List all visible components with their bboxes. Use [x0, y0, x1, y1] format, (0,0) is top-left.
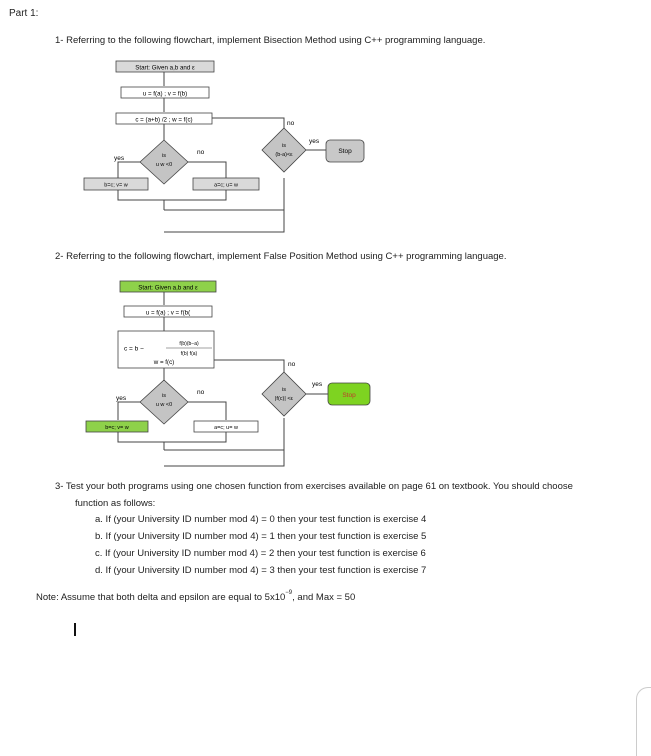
fc1-midpoint-text: c = (a+b) /2 ; w = f(c)	[135, 117, 192, 124]
fc2-formula-lhs: c = b −	[124, 346, 144, 353]
fc1-yes-left: yes	[114, 155, 125, 162]
fc1-is-text: is	[162, 153, 166, 159]
fc2-is2-text: is	[282, 387, 286, 393]
question-3-line1: 3- Test your both programs using one cho…	[55, 481, 573, 492]
fc2-decision-converge	[261, 371, 307, 417]
note-exponent: −9	[285, 590, 293, 596]
fc1-start-text: Start: Given a,b and ε	[135, 65, 195, 72]
note-prefix: Note: Assume that both delta and epsilon…	[36, 592, 286, 603]
exercise-item-b: b. If (your University ID number mod 4) …	[95, 531, 427, 542]
fc2-start-box	[119, 280, 217, 293]
exercise-item-d: d. If (your University ID number mod 4) …	[95, 565, 427, 576]
fc1-start-box	[115, 60, 215, 73]
fc2-yes-left: yes	[116, 395, 127, 402]
fc1-is2-text: is	[282, 143, 286, 149]
fc1-assign-left-text: b=c; v= w	[104, 183, 128, 189]
fc1-assign-right-text: a=c; u= w	[214, 183, 238, 189]
fc2-assign-right-box	[193, 420, 259, 433]
question-3-line2: function as follows:	[75, 498, 156, 509]
fc1-assign-right-box	[192, 177, 260, 191]
fc2-yes-stop: yes	[312, 381, 323, 388]
fc2-eval-box	[123, 305, 213, 318]
note-text: Note: Assume that both delta and epsilon…	[36, 590, 356, 603]
exercise-list: a. If (your University ID number mod 4) …	[95, 511, 426, 579]
exercise-item-c: c. If (your University ID number mod 4) …	[95, 548, 426, 559]
fc2-formula-den: f(b) f(a)	[181, 351, 198, 357]
fc1-eval-box	[120, 86, 210, 99]
fc1-no-up: no	[287, 120, 295, 127]
question-1-text: 1- Referring to the following flowchart,…	[55, 35, 486, 46]
fc1-stop-text: Stop	[338, 148, 352, 155]
fc2-formula-num: f(b)(b−a)	[179, 341, 199, 347]
fc2-decision-uw	[139, 379, 189, 425]
fc2-eval-c-text: w = f(c)	[153, 359, 174, 366]
fc1-assign-left-box	[83, 177, 149, 191]
fc2-stop-text: Stop	[342, 392, 356, 399]
fc1-no-right: no	[197, 149, 205, 156]
fc2-is-text: is	[162, 393, 166, 399]
fc1-decision-uw	[139, 139, 189, 185]
fc1-decision-converge	[261, 127, 307, 173]
fc1-yes-stop: yes	[309, 138, 320, 145]
exercise-item-a: a. If (your University ID number mod 4) …	[95, 514, 427, 525]
part-label: Part 1:	[9, 8, 39, 19]
fc2-stop-box	[327, 382, 371, 406]
fc1-cond-conv-text: (b-a)<ε	[275, 152, 293, 158]
fc1-stop-box	[325, 139, 365, 163]
fc2-cond-conv-text: |f(c)| <ε	[275, 396, 294, 402]
question-3-text: 3- Test your both programs using one cho…	[55, 478, 645, 512]
fc2-assign-left-text: b=c; v= w	[105, 425, 129, 431]
scroll-edge-widget[interactable]	[636, 687, 651, 756]
fc1-eval-text: u = f(a) ; v = f(b)	[143, 91, 187, 98]
fc2-assign-left-box	[85, 420, 149, 433]
fc2-cond-uw-text: u w <0	[156, 402, 172, 408]
text-cursor	[74, 623, 76, 636]
fc1-midpoint-box	[115, 112, 213, 125]
fc2-no-right: no	[197, 389, 205, 396]
fc2-start-text: Start: Given a,b and ε	[138, 285, 198, 292]
fc2-formula-box	[117, 330, 215, 369]
fc1-cond-uw-text: u w <0	[156, 162, 172, 168]
question-2-text: 2- Referring to the following flowchart,…	[55, 251, 507, 262]
fc2-eval-text: u = f(a) ; v = f(b(	[146, 310, 191, 317]
fc2-no-up: no	[288, 361, 296, 368]
fc2-assign-right-text: a=c; u= w	[214, 425, 238, 431]
note-suffix: , and Max = 50	[292, 592, 356, 603]
